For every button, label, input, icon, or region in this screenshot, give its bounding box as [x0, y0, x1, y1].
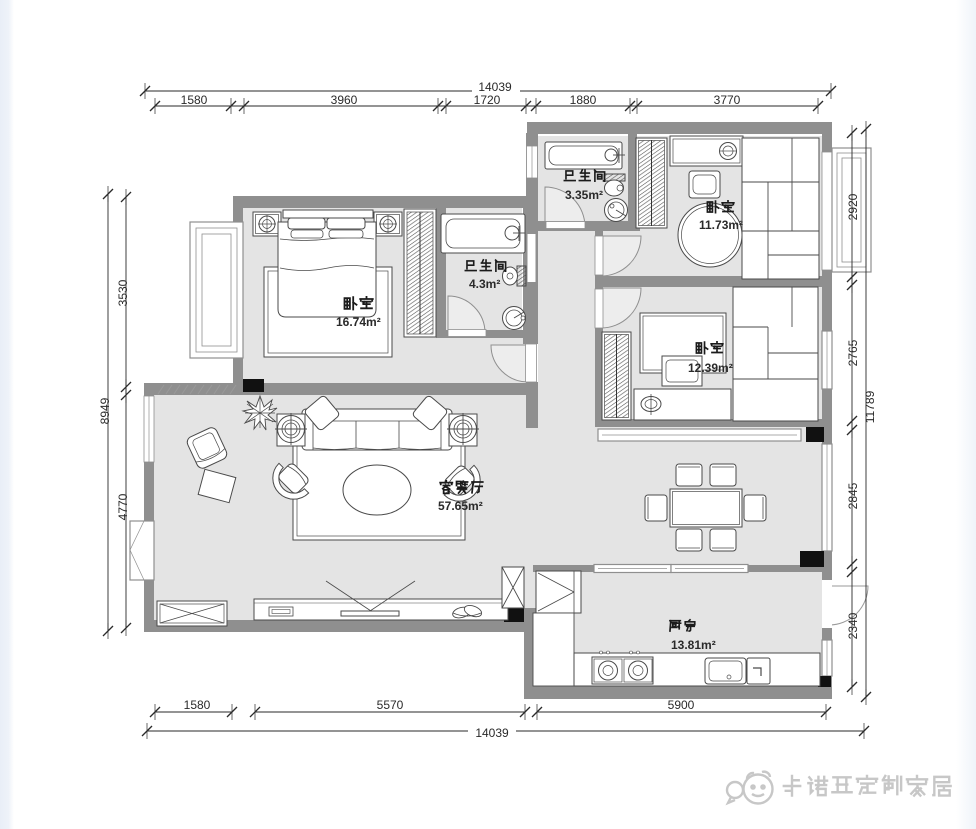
svg-text:3770: 3770 — [714, 93, 741, 107]
svg-text:3.35m²: 3.35m² — [565, 188, 603, 202]
svg-text:16.74m²: 16.74m² — [336, 315, 381, 329]
svg-text:14039: 14039 — [475, 726, 509, 740]
svg-text:2340: 2340 — [846, 612, 860, 639]
svg-text:1880: 1880 — [570, 93, 597, 107]
svg-text:4.3m²: 4.3m² — [469, 277, 500, 291]
svg-text:4770: 4770 — [116, 493, 130, 520]
svg-text:3530: 3530 — [116, 279, 130, 306]
svg-text:5900: 5900 — [668, 698, 695, 712]
svg-text:5570: 5570 — [377, 698, 404, 712]
svg-text:1580: 1580 — [181, 93, 208, 107]
svg-text:11789: 11789 — [863, 390, 877, 423]
svg-text:13.81m²: 13.81m² — [671, 638, 716, 652]
svg-text:12.39m²: 12.39m² — [688, 361, 733, 375]
svg-text:8949: 8949 — [98, 397, 112, 424]
svg-text:14039: 14039 — [478, 80, 512, 94]
svg-text:2845: 2845 — [846, 482, 860, 509]
svg-text:1580: 1580 — [184, 698, 211, 712]
svg-text:11.73m²: 11.73m² — [699, 218, 743, 232]
svg-text:1720: 1720 — [474, 93, 501, 107]
svg-text:2765: 2765 — [846, 339, 860, 366]
svg-text:2920: 2920 — [846, 193, 860, 220]
svg-text:3960: 3960 — [331, 93, 358, 107]
svg-text:57.65m²: 57.65m² — [438, 499, 483, 513]
